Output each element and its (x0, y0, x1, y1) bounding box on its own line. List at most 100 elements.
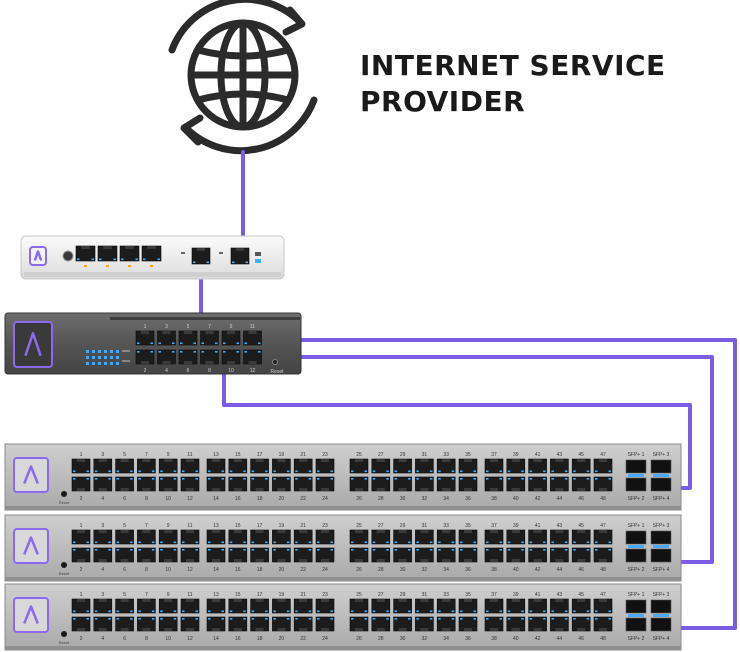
access-switch-port[interactable] (315, 476, 335, 492)
access-switch-port[interactable] (571, 529, 591, 545)
access-switch-port[interactable] (93, 616, 113, 632)
access-switch-port[interactable] (315, 598, 335, 614)
access-switch-port[interactable] (593, 616, 613, 632)
access-switch-port[interactable] (137, 598, 156, 614)
access-switch-port[interactable] (593, 476, 613, 492)
access-switch-port[interactable] (415, 616, 434, 632)
access-switch-port[interactable] (293, 616, 313, 632)
sfp-port[interactable] (650, 477, 672, 492)
access-switch-port[interactable] (484, 616, 504, 632)
access-switch-port[interactable] (71, 598, 91, 614)
access-switch-port[interactable] (415, 529, 434, 545)
access-switch-port[interactable] (93, 547, 113, 563)
access-switch-port[interactable] (415, 458, 434, 474)
access-switch-port[interactable] (250, 529, 269, 545)
access-switch-port[interactable] (137, 547, 156, 563)
access-switch-port[interactable] (228, 458, 248, 474)
access-switch-port[interactable] (393, 476, 412, 492)
core-switch-port[interactable] (200, 349, 219, 365)
core-switch-port[interactable] (157, 330, 176, 346)
access-switch-port[interactable] (484, 476, 504, 492)
access-switch-port[interactable] (458, 476, 478, 492)
gateway-lan-port[interactable] (75, 245, 96, 262)
gateway-wan-port[interactable] (191, 247, 211, 265)
access-switch-port[interactable] (571, 458, 591, 474)
access-switch-port[interactable] (158, 529, 178, 545)
access-switch-port[interactable] (93, 458, 113, 474)
core-switch-port[interactable] (178, 349, 198, 365)
gateway-lan-port[interactable] (97, 245, 118, 262)
access-switch-port[interactable] (415, 547, 434, 563)
sfp-port[interactable] (650, 548, 672, 563)
access-switch-port[interactable] (349, 529, 369, 545)
access-switch-port[interactable] (593, 547, 613, 563)
access-switch-port[interactable] (272, 598, 291, 614)
gateway-wan-port[interactable] (230, 247, 250, 265)
access-switch-port[interactable] (158, 476, 178, 492)
access-switch-port[interactable] (180, 529, 200, 545)
access-switch-port[interactable] (206, 547, 226, 563)
access-switch-port[interactable] (272, 529, 291, 545)
core-switch-port[interactable] (221, 330, 241, 346)
access-switch-port[interactable] (458, 598, 478, 614)
sfp-port[interactable] (625, 617, 647, 632)
access-switch-port[interactable] (206, 529, 226, 545)
access-switch-port[interactable] (206, 476, 226, 492)
core-switch-port[interactable] (157, 349, 176, 365)
access-switch-port[interactable] (484, 547, 504, 563)
access-switch-port[interactable] (371, 616, 391, 632)
access-switch-port[interactable] (272, 616, 291, 632)
access-switch-port[interactable] (593, 529, 613, 545)
access-switch-port[interactable] (180, 458, 200, 474)
access-switch-port[interactable] (349, 476, 369, 492)
sfp-port[interactable] (650, 530, 672, 545)
sfp-port[interactable] (650, 599, 672, 614)
access-switch-port[interactable] (436, 476, 456, 492)
access-switch-port[interactable] (228, 598, 248, 614)
access-switch-port[interactable] (393, 598, 412, 614)
access-switch-port[interactable] (528, 547, 547, 563)
access-switch-port[interactable] (528, 476, 547, 492)
gateway-lan-port[interactable] (119, 245, 140, 262)
access-switch-port[interactable] (206, 598, 226, 614)
core-switch-port[interactable] (135, 349, 155, 365)
access-switch-port[interactable] (115, 529, 134, 545)
access-switch-port[interactable] (506, 598, 526, 614)
access-switch-port[interactable] (528, 616, 547, 632)
access-switch-port[interactable] (272, 547, 291, 563)
access-switch-port[interactable] (528, 598, 547, 614)
access-switch-port[interactable] (115, 547, 134, 563)
access-switch-port[interactable] (371, 598, 391, 614)
access-switch-port[interactable] (571, 598, 591, 614)
access-switch-port[interactable] (458, 458, 478, 474)
access-switch-port[interactable] (228, 547, 248, 563)
access-switch-port[interactable] (571, 547, 591, 563)
access-switch-port[interactable] (228, 616, 248, 632)
access-switch-port[interactable] (349, 598, 369, 614)
access-switch-port[interactable] (436, 529, 456, 545)
access-switch-port[interactable] (158, 547, 178, 563)
access-switch-port[interactable] (571, 616, 591, 632)
reset-button[interactable] (61, 631, 67, 637)
access-switch-1[interactable]: Reset12345678910111213141516171819202122… (4, 443, 682, 511)
reset-button[interactable] (272, 359, 278, 365)
access-switch-port[interactable] (158, 458, 178, 474)
access-switch-port[interactable] (506, 476, 526, 492)
access-switch-port[interactable] (528, 458, 547, 474)
access-switch-port[interactable] (71, 547, 91, 563)
access-switch-port[interactable] (93, 529, 113, 545)
access-switch-port[interactable] (293, 598, 313, 614)
access-switch-port[interactable] (436, 616, 456, 632)
sfp-port[interactable] (650, 617, 672, 632)
access-switch-port[interactable] (593, 598, 613, 614)
access-switch-port[interactable] (458, 616, 478, 632)
access-switch-port[interactable] (158, 598, 178, 614)
access-switch-port[interactable] (137, 529, 156, 545)
access-switch-port[interactable] (506, 458, 526, 474)
access-switch-port[interactable] (371, 458, 391, 474)
access-switch-port[interactable] (349, 547, 369, 563)
access-switch-port[interactable] (415, 476, 434, 492)
access-switch-port[interactable] (550, 598, 569, 614)
access-switch-port[interactable] (250, 616, 269, 632)
access-switch-port[interactable] (180, 598, 200, 614)
